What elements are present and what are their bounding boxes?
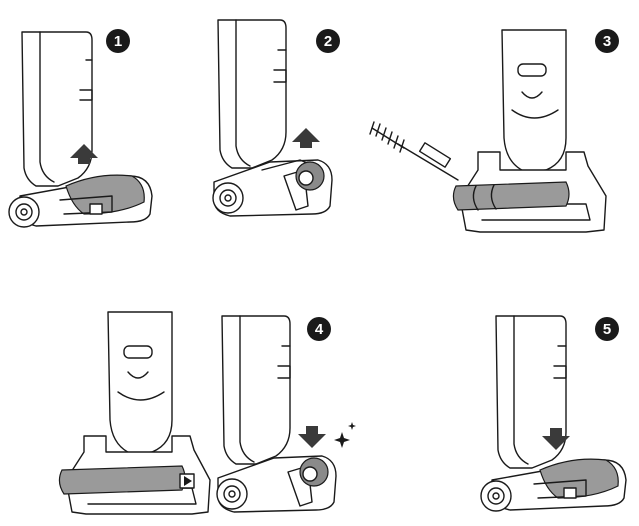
bristle-brush-icon	[369, 121, 405, 153]
step-2-number: 2	[324, 33, 332, 50]
arrow-up-icon	[292, 128, 320, 148]
step-4-badge: 4	[307, 317, 331, 341]
sparkle-icon	[334, 422, 356, 448]
step-3-number: 3	[603, 33, 611, 50]
step-2-illustration	[212, 19, 333, 217]
step-5-number: 5	[603, 321, 611, 338]
arrow-down-icon	[298, 426, 326, 448]
step-2-badge: 2	[316, 29, 340, 53]
arrow-down-icon	[542, 428, 570, 450]
step-4-front-illustration	[58, 311, 211, 515]
step-4-number: 4	[315, 321, 324, 338]
step-1-badge: 1	[106, 29, 130, 53]
step-1-number: 1	[114, 33, 122, 50]
step-4-side-illustration	[216, 315, 356, 513]
step-3-illustration	[369, 29, 607, 233]
step-5-badge: 5	[595, 317, 619, 341]
arrow-up-icon	[70, 144, 98, 164]
step-5-illustration	[480, 315, 627, 512]
step-1-illustration	[8, 31, 153, 228]
step-3-badge: 3	[595, 29, 619, 53]
